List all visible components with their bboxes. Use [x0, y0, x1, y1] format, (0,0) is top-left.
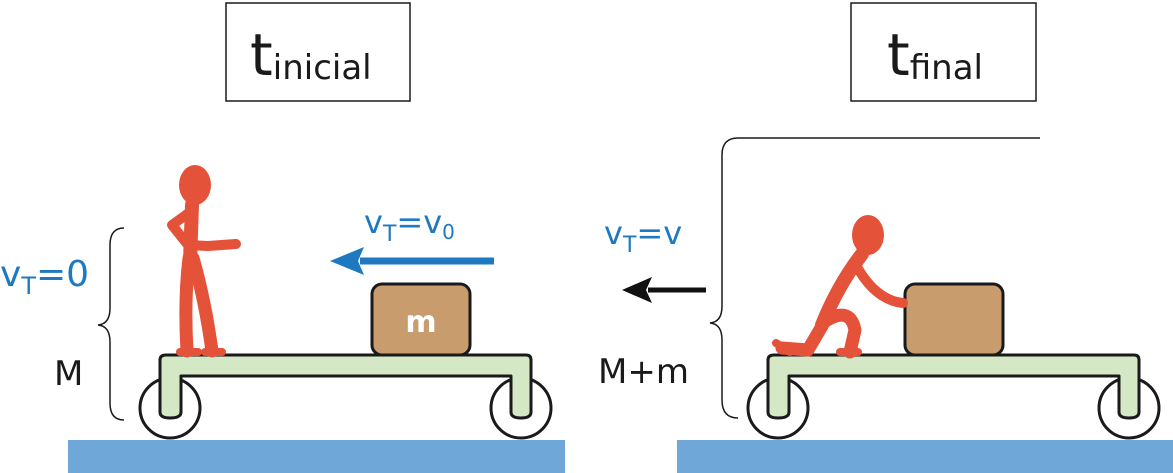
final-title-box	[850, 2, 1037, 102]
initial-ground	[68, 440, 565, 473]
initial-box-velocity-arrow	[330, 247, 494, 275]
final-box	[903, 282, 1005, 357]
final-panel: tfinal M+m	[598, 2, 1173, 473]
initial-title-box	[225, 2, 411, 102]
final-mass-label: M+m	[598, 352, 689, 392]
initial-panel: tinicial m M	[0, 2, 565, 473]
initial-box-velocity: vT=v0	[364, 203, 455, 247]
initial-mass-brace	[97, 227, 125, 421]
final-title: tfinal	[887, 21, 983, 89]
initial-box	[370, 282, 472, 357]
initial-cart	[158, 353, 533, 420]
initial-mass-label: M	[54, 354, 83, 394]
final-velocity-arrow	[622, 277, 706, 303]
final-person	[772, 215, 908, 359]
final-mass-brace	[709, 137, 1040, 419]
final-cart	[766, 353, 1141, 420]
final-velocity: vT=v	[604, 214, 682, 258]
initial-box-label: m	[405, 305, 436, 340]
initial-cart-velocity: vT=0	[0, 254, 89, 300]
initial-person	[167, 165, 241, 358]
initial-title: tinicial	[250, 21, 372, 89]
final-ground	[677, 440, 1173, 473]
